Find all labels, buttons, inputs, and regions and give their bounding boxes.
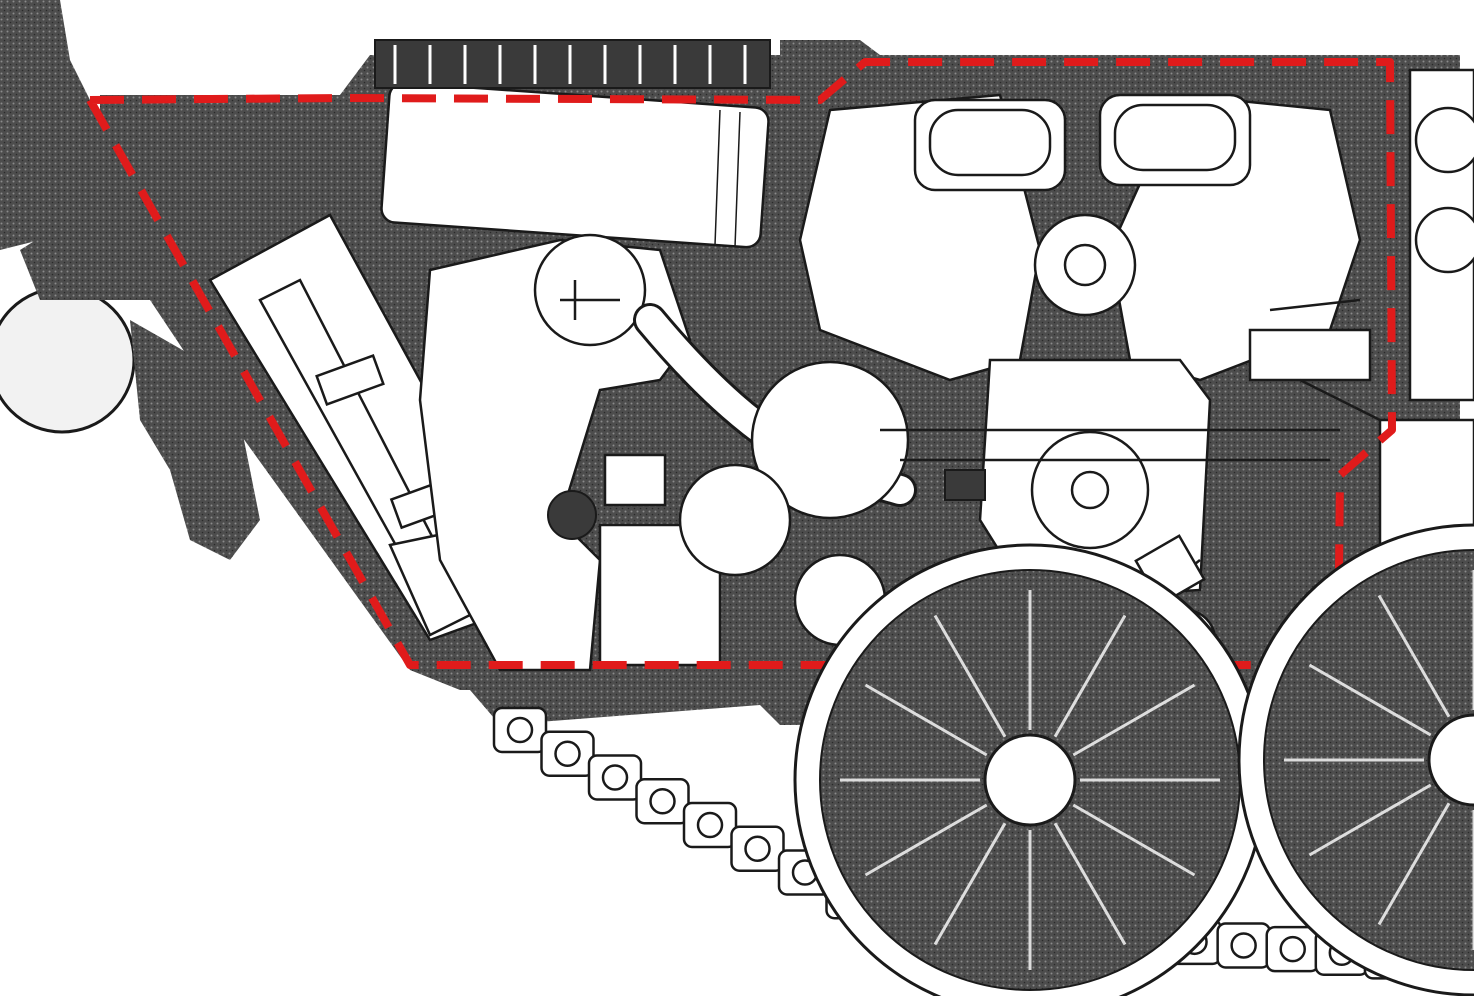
transmission-block [418,233,722,672]
track-pin [1230,932,1257,959]
track-pin [744,835,771,862]
wheel-spoke [1377,594,1451,718]
track-pin [1279,935,1306,963]
wheel-hub [983,733,1077,827]
track-pin [649,788,676,815]
track-pin [601,764,629,791]
v-engine [798,93,1372,602]
wheel-spoke [1072,803,1196,877]
radiator-cylinder [380,81,770,249]
wheel-spoke [933,822,1007,946]
wheel-spoke [1377,802,1451,926]
front-drum [0,0,260,560]
wheel-spoke [1308,783,1432,857]
wheel-spoke [1072,683,1196,757]
wheel-spoke [1053,822,1127,946]
wheel-spoke [933,614,1007,738]
track-pin [696,811,724,839]
wheel-spoke [1308,663,1432,737]
track-pin [506,716,534,744]
wheel-spoke [864,683,988,757]
wheel-hub [1427,713,1474,807]
wheel-spoke [864,803,988,877]
flywheel-housing [678,360,910,647]
wheel-spoke [1053,614,1127,738]
track-pin [554,740,581,767]
top-grille [374,39,771,89]
road-wheels [793,523,1474,996]
